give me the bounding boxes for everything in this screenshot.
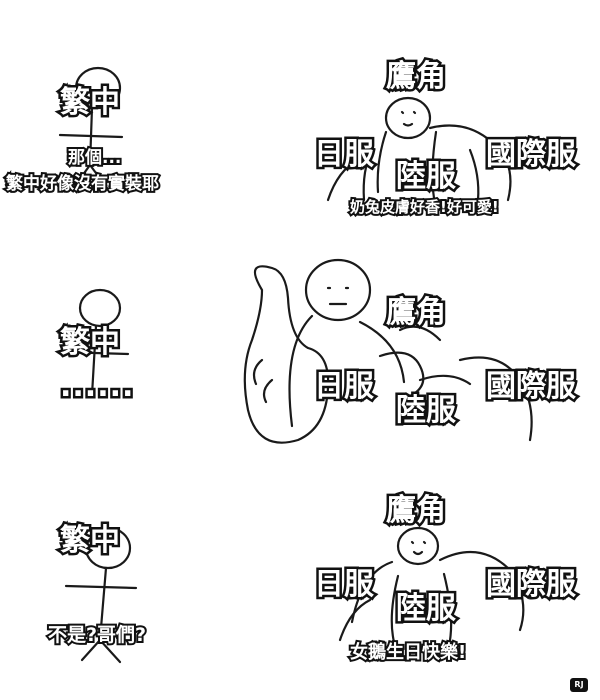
panel3-fanzhong-figure — [64, 526, 138, 664]
panel3-group-figures — [338, 526, 525, 644]
panel1-cn-server-label: 陸服 — [394, 159, 459, 194]
panel2-fanzhong-figure — [60, 288, 130, 397]
panel1-fanzhong-speech-line1: 那個... — [66, 148, 123, 169]
panel2-thumbs-up-group — [243, 258, 533, 444]
panel2-jp-server-label: 日服 — [312, 369, 377, 404]
corner-watermark-tag: RJ — [570, 678, 588, 692]
panel2-cn-server-label: 陸服 — [394, 393, 459, 428]
panel3-global-server-label: 國際服 — [484, 567, 579, 602]
panel1-jp-server-label: 日服 — [312, 137, 377, 172]
panel1-fanzhong-figure — [58, 66, 124, 194]
panel3-group-speech: 女鵝生日快樂! — [348, 642, 468, 664]
panel2-yingjiao-label: 鷹角 — [384, 295, 449, 330]
panel2-global-server-label: 國際服 — [484, 369, 579, 404]
panel1-fanzhong-name: 繁中 — [58, 85, 123, 120]
panel3-jp-server-label: 日服 — [312, 567, 377, 602]
panel1-group-speech: 奶兔皮膚好香!好可愛! — [348, 198, 501, 217]
panel3-cn-server-label: 陸服 — [394, 591, 459, 626]
panel1-group-figures — [326, 96, 512, 202]
panel2-fanzhong-speech: ...... — [57, 369, 135, 404]
panel3-fanzhong-name: 繁中 — [58, 523, 123, 558]
panel2-fanzhong-name: 繁中 — [58, 325, 123, 360]
panel1-fanzhong-speech-line2: 繁中好像沒有實裝耶 — [4, 174, 161, 195]
panel3-fanzhong-speech: 不是?哥們? — [46, 624, 148, 647]
panel3-yingjiao-label: 鷹角 — [384, 493, 449, 528]
panel1-global-server-label: 國際服 — [484, 137, 579, 172]
panel1-yingjiao-label: 鷹角 — [384, 59, 449, 94]
